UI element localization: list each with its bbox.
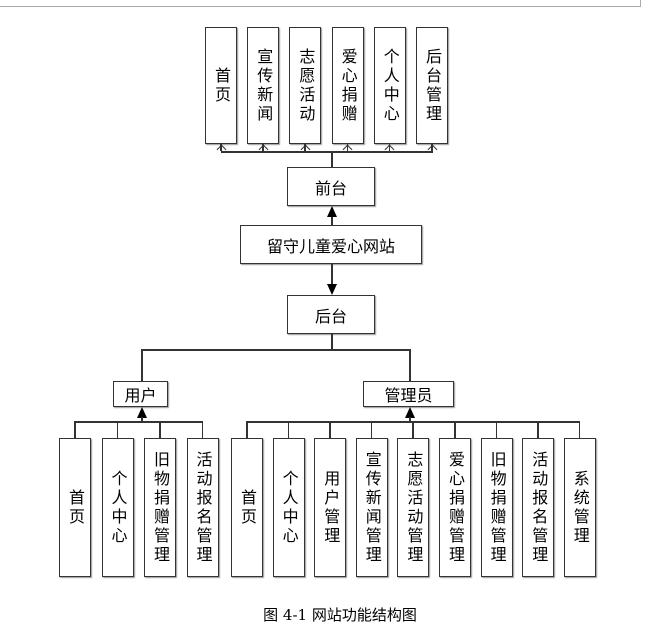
module-box: 宣传新闻 <box>247 27 280 144</box>
module-label: 个人中心 <box>279 469 299 546</box>
connector <box>431 144 433 151</box>
module-box: 后台管理 <box>416 27 448 144</box>
module-box: 爱心捐赠 <box>331 27 364 144</box>
module-box: 活动报名管理 <box>522 438 555 577</box>
arrow-up-icon <box>427 144 437 155</box>
admin-bus <box>246 421 581 423</box>
page-corner-mark <box>640 0 641 7</box>
frontend-bus <box>221 151 433 153</box>
backend-bus <box>141 349 411 351</box>
connector <box>331 151 333 167</box>
module-label: 旧物捐赠管理 <box>487 450 507 565</box>
connector <box>346 144 349 151</box>
page-top-rule <box>0 6 640 7</box>
connector <box>331 214 333 225</box>
arrow-up-icon <box>258 144 269 155</box>
module-box: 旧物捐赠管理 <box>144 438 176 577</box>
module-label: 首页 <box>238 488 257 527</box>
module-box: 志愿活动 <box>289 27 322 144</box>
connector <box>116 421 118 438</box>
module-box: 系统管理 <box>563 438 596 577</box>
connector <box>304 144 306 151</box>
module-box: 用户管理 <box>314 438 347 577</box>
module-label: 活动报名管理 <box>193 450 213 565</box>
connector <box>409 417 411 421</box>
module-label: 爱心捐赠 <box>338 47 358 124</box>
connector <box>141 417 143 421</box>
connector <box>578 421 581 438</box>
admin-label: 管理员 <box>384 386 433 405</box>
arrow-up-icon <box>216 144 226 155</box>
arrow-up-icon <box>300 144 311 155</box>
module-box: 个人中心 <box>272 438 305 577</box>
module-box: 个人中心 <box>373 27 406 144</box>
figure-caption: 图 4-1 网站功能结构图 <box>263 606 417 624</box>
module-label: 个人中心 <box>108 469 128 546</box>
connector <box>201 421 203 438</box>
module-label: 志愿活动管理 <box>404 450 424 565</box>
connector <box>412 421 414 438</box>
connector <box>287 421 290 438</box>
module-label: 系统管理 <box>570 469 590 546</box>
connector <box>370 421 373 438</box>
connector <box>331 334 333 349</box>
module-label: 个人中心 <box>380 47 400 124</box>
connector <box>262 144 264 151</box>
module-label: 宣传新闻管理 <box>362 450 382 565</box>
connector <box>331 264 333 286</box>
arrow-up-icon <box>137 407 147 418</box>
frontend-node: 前台 <box>287 167 375 206</box>
arrow-up-icon <box>327 206 337 217</box>
module-box: 旧物捐赠管理 <box>480 438 513 577</box>
backend-node: 后台 <box>287 295 375 334</box>
connector <box>409 349 411 381</box>
module-label: 用户管理 <box>321 469 341 546</box>
user-bus <box>74 421 203 423</box>
module-box: 活动报名管理 <box>186 438 219 577</box>
arrow-down-icon <box>327 284 337 295</box>
connector <box>495 421 498 438</box>
module-box: 个人中心 <box>101 438 134 577</box>
module-label: 爱心捐赠管理 <box>446 450 465 565</box>
frontend-label: 前台 <box>314 178 347 198</box>
connector <box>159 421 161 438</box>
arrow-up-icon <box>342 144 353 155</box>
module-box: 爱心捐赠管理 <box>439 438 471 577</box>
module-label: 志愿活动 <box>296 47 316 124</box>
module-label: 后台管理 <box>423 47 442 124</box>
module-label: 首页 <box>66 488 85 527</box>
module-box: 首页 <box>59 438 91 577</box>
user-node: 用户 <box>113 381 168 407</box>
module-box: 志愿活动管理 <box>397 438 430 577</box>
connector <box>74 421 76 438</box>
module-label: 宣传新闻 <box>254 47 274 124</box>
module-box: 宣传新闻管理 <box>355 438 388 577</box>
arrow-up-icon <box>384 144 395 155</box>
arrow-up-icon <box>405 407 415 418</box>
connector <box>454 421 456 438</box>
user-label: 用户 <box>124 386 157 405</box>
module-label: 首页 <box>212 66 231 105</box>
root-label: 留守儿童爱心网站 <box>266 236 395 256</box>
root-node: 留守儿童爱心网站 <box>240 225 422 264</box>
backend-label: 后台 <box>314 306 347 326</box>
connector <box>329 421 331 438</box>
module-box: 首页 <box>205 27 237 144</box>
connector <box>141 349 143 381</box>
admin-node: 管理员 <box>363 381 454 407</box>
module-label: 旧物捐赠管理 <box>151 450 170 565</box>
connector <box>537 421 539 438</box>
connector <box>388 144 391 151</box>
connector <box>220 144 222 151</box>
connector <box>246 421 248 438</box>
module-box: 首页 <box>231 438 263 577</box>
module-label: 活动报名管理 <box>529 450 549 565</box>
